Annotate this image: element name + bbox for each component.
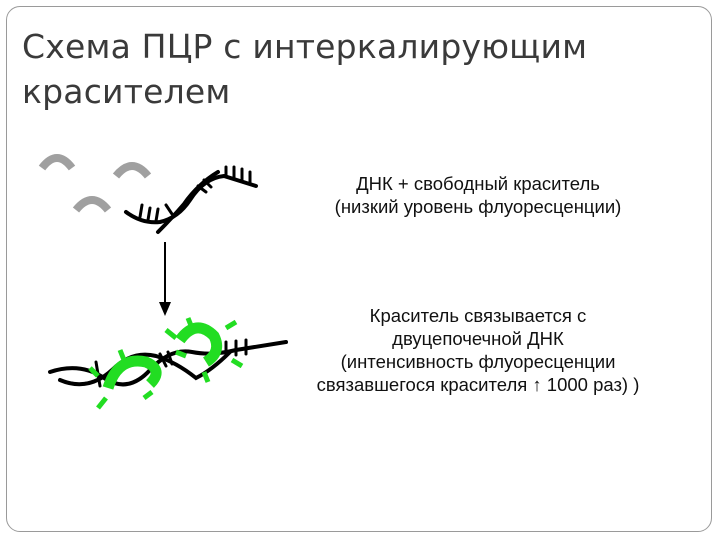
fluorescence-rays xyxy=(88,317,244,410)
description-line: связавшегося красителя ↑ 1000 раз) ) xyxy=(316,374,640,395)
bound-dye-molecules xyxy=(88,317,244,410)
slide-frame xyxy=(6,6,712,532)
dna-single-strand xyxy=(124,165,258,234)
description-line: Краситель связывается с xyxy=(369,305,587,326)
description-line: (интенсивность флуоресценции xyxy=(340,351,616,372)
description-line: двуцепочечной ДНК xyxy=(392,328,564,349)
bound-dye-molecule xyxy=(102,355,162,390)
bound-dye-description: Краситель связывается с двуцепочечной ДН… xyxy=(276,304,680,396)
slide-title: Схема ПЦР с интеркалирующим красителем xyxy=(22,27,588,111)
bound-dye-molecule xyxy=(175,322,223,367)
free-dye-molecule xyxy=(72,196,112,213)
description-line: ДНК + свободный краситель xyxy=(356,173,600,194)
transition-arrow xyxy=(159,242,171,316)
dna-double-helix xyxy=(48,338,288,388)
free-dye-molecules xyxy=(38,154,152,213)
free-dye-molecule xyxy=(112,162,152,179)
free-dye-description: ДНК + свободный краситель (низкий уровен… xyxy=(300,172,656,218)
free-dye-molecule xyxy=(38,154,76,171)
description-line: (низкий уровень флуоресценции) xyxy=(334,196,622,217)
